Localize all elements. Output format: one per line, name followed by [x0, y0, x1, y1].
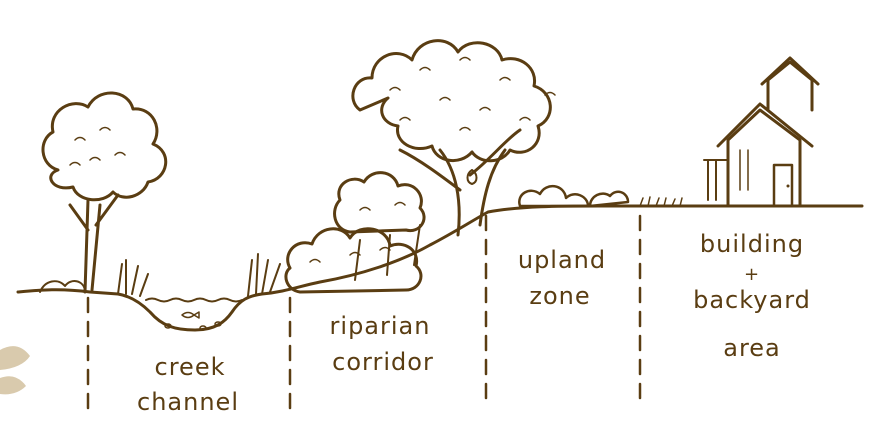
fish-icon [181, 311, 200, 319]
riparian-shrubs [284, 171, 426, 294]
zone-label-riparian-line1: riparian [330, 312, 431, 340]
zone-label-building-line2: + [744, 264, 760, 285]
upland-shrubs [518, 185, 630, 208]
zone-label-creek-line2: channel [137, 388, 239, 416]
logo-fragment [0, 346, 30, 395]
water-surface [145, 297, 243, 303]
zone-label-upland-line1: upland [518, 246, 606, 274]
zone-label-riparian-line2: corridor [332, 348, 434, 376]
zone-label-upland-line2: zone [529, 282, 590, 310]
zone-label-building-line3: backyard [693, 286, 811, 314]
reed-clump [247, 253, 281, 297]
zone-label-building-line1: building [700, 230, 804, 258]
zone-label-building-line4: area [723, 334, 781, 362]
zone-dividers [86, 214, 642, 418]
creek-bank-tree [39, 91, 168, 297]
upland-grass [639, 196, 683, 207]
house-icon [703, 56, 820, 208]
zone-label-creek-line1: creek [155, 353, 226, 381]
creek-bed-pebbles [164, 321, 222, 331]
riparian-oak-tree [351, 39, 556, 237]
